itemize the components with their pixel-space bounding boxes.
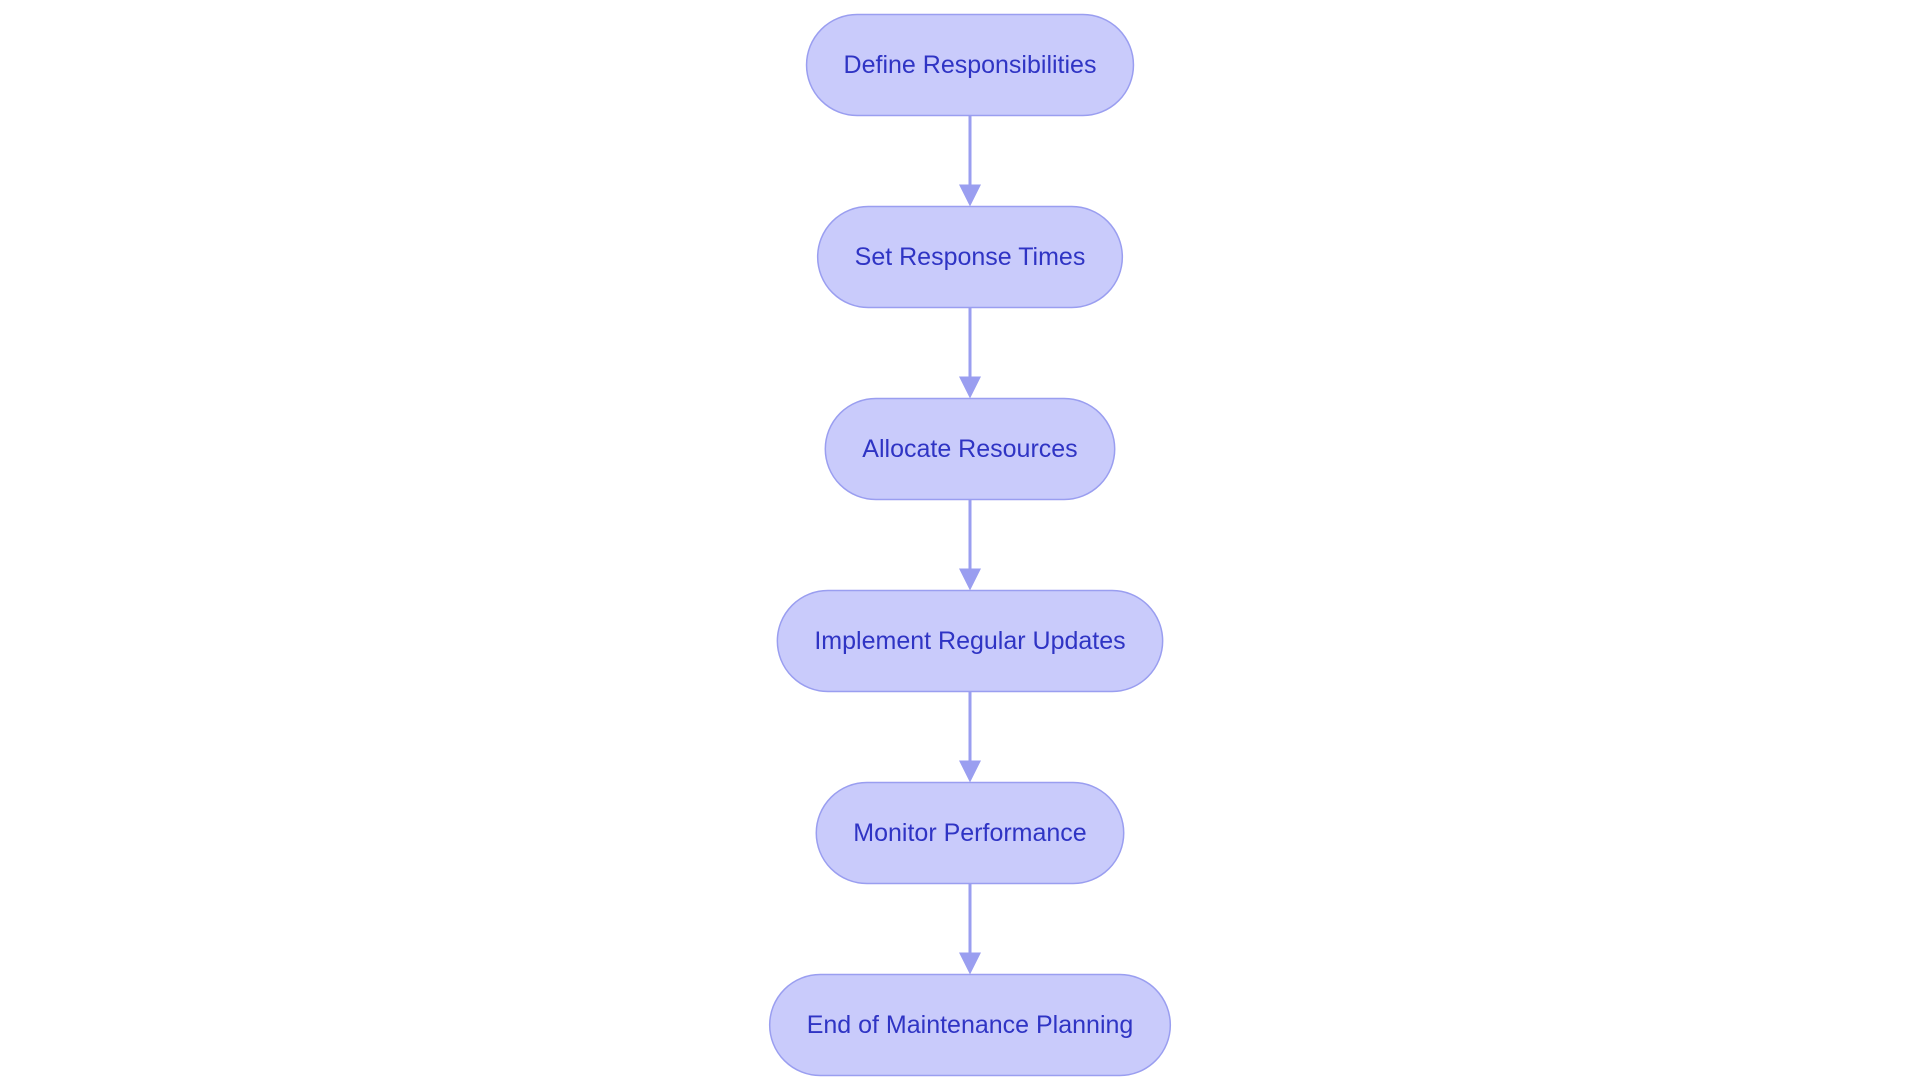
node-shape <box>805 13 1135 117</box>
node-label: Set Response Times <box>855 243 1086 271</box>
arrowhead-icon <box>959 376 981 399</box>
node-define-responsibilities: Define Responsibilities <box>805 13 1135 117</box>
node-shape <box>816 205 1124 309</box>
node-label: Implement Regular Updates <box>814 627 1125 655</box>
node-set-response-times: Set Response Times <box>816 205 1124 309</box>
node-label: End of Maintenance Planning <box>807 1011 1134 1039</box>
arrowhead-icon <box>959 760 981 783</box>
node-label: Define Responsibilities <box>844 51 1097 79</box>
edge-arrow <box>959 883 981 975</box>
node-shape <box>815 781 1125 885</box>
edge-arrow <box>959 307 981 399</box>
arrowhead-icon <box>959 952 981 975</box>
edges-layer <box>959 115 981 975</box>
arrowhead-icon <box>959 184 981 207</box>
node-end-of-maintenance-planning: End of Maintenance Planning <box>768 973 1172 1077</box>
edge-arrow <box>959 115 981 207</box>
node-shape <box>824 397 1116 501</box>
node-implement-regular-updates: Implement Regular Updates <box>776 589 1164 693</box>
node-shape <box>776 589 1164 693</box>
node-allocate-resources: Allocate Resources <box>824 397 1116 501</box>
node-label: Allocate Resources <box>862 435 1077 463</box>
edge-arrow <box>959 499 981 591</box>
node-label: Monitor Performance <box>853 819 1086 847</box>
arrowhead-icon <box>959 568 981 591</box>
node-shape <box>768 973 1172 1077</box>
node-monitor-performance: Monitor Performance <box>815 781 1125 885</box>
edge-arrow <box>959 691 981 783</box>
